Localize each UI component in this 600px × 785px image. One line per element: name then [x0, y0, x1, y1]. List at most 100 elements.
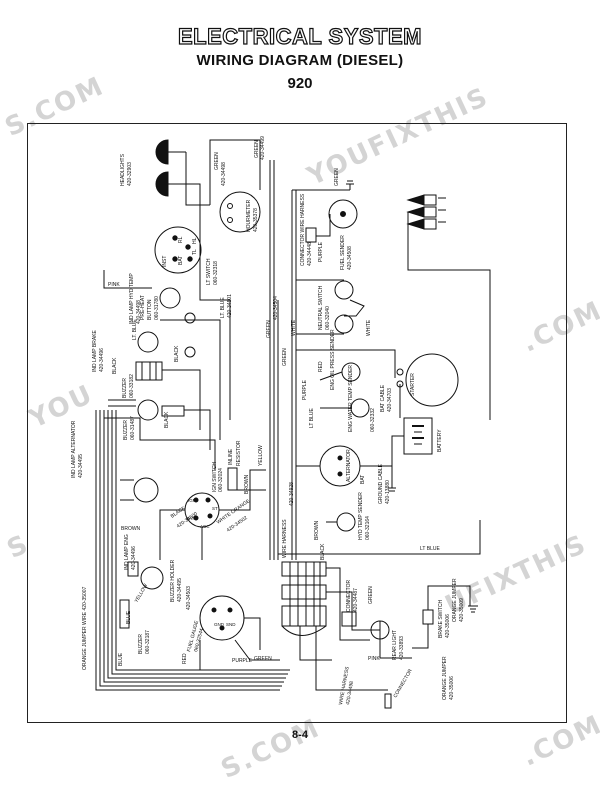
- bat-label: BAT: [178, 256, 184, 265]
- holder-part: 420-34495: [177, 578, 183, 602]
- buzzer-bottom-icon: [119, 599, 130, 629]
- lamp-brake-label: IND LAMP BRAKE: [92, 329, 98, 372]
- lamp-alternator-part: 420-34495: [78, 454, 84, 478]
- purple-label: PURPLE: [232, 658, 253, 664]
- st-label: ST: [212, 506, 218, 511]
- ign-label: IGN: [188, 498, 196, 503]
- black-label-3: BLACK: [164, 411, 170, 428]
- inst-label: INST: [162, 256, 168, 267]
- fuel-sender-part: 420-34508: [347, 246, 353, 270]
- headlights-icon: [155, 139, 186, 197]
- wire-harness-label: WIRE HARNESS: [282, 519, 288, 558]
- rear-light-label: REAR LIGHT: [392, 630, 398, 660]
- trailer-plug-icon: [406, 194, 446, 230]
- hyd-temp-part: 060-32164: [365, 516, 371, 540]
- headlights-label: HEADLIGHTS: [120, 153, 126, 186]
- hourmeter-label: HOURMETER: [246, 199, 252, 232]
- blue-label-2: BLUE: [118, 652, 124, 666]
- preheat-button-icon: [159, 287, 181, 309]
- black-label: BLACK: [112, 357, 118, 374]
- buzzer-holder-label: BUZZER HOLDER: [170, 559, 176, 602]
- white-label: WHITE: [366, 319, 372, 336]
- wire-harness-bundle: [281, 561, 327, 636]
- preheat-button-label: BUTTON: [147, 299, 153, 320]
- battery-icon: [403, 417, 433, 455]
- green-label-6: GREEN: [282, 348, 288, 366]
- buzzer-holder-icon: [140, 566, 164, 590]
- neutral-switch-label: NEUTRAL SWITCH: [318, 285, 324, 330]
- ign-switch-label: IGN SWITCH: [212, 462, 218, 492]
- yellow-label-2: YELLOW: [134, 583, 150, 604]
- neutral-switch-part: 060-32040: [325, 306, 331, 330]
- bat-cable-label: BAT CABLE: [380, 384, 386, 412]
- brake-switch-icon: [422, 609, 434, 625]
- lamp-eng-icon: [133, 477, 159, 503]
- lamp-hyd-temp-label: IND LAMP HYD TEMP: [129, 273, 135, 324]
- water-temp-sender-label: ENG WATER TEMP SENDER: [348, 365, 354, 432]
- bat-cable-part: 420-34703: [387, 388, 393, 412]
- black-label-2: BLACK: [174, 345, 180, 362]
- gnd-label: GND: [214, 622, 225, 627]
- neutral-switch-icon: [334, 280, 354, 300]
- brown-label: BROWN: [121, 526, 141, 532]
- headlights-part: 420-32903: [127, 162, 133, 186]
- stud-connector-icon: [384, 693, 392, 709]
- hyd-temp-sender-label: HYD TEMP SENDER: [358, 492, 364, 540]
- green-label-5: GREEN: [334, 168, 340, 186]
- page-subtitle: WIRING DIAGRAM (DIESEL): [196, 52, 404, 69]
- green-part-2: 420-34499: [260, 136, 266, 160]
- lamp-hyd-temp-part: 420-34498: [136, 300, 142, 324]
- snd-label: SND: [226, 622, 236, 627]
- lt-blue-label: LT. BLUE: [132, 319, 138, 340]
- bat-label-2: BAT: [186, 516, 195, 521]
- yellow-part-2: 420-34503: [186, 586, 192, 610]
- alternator-label: ALTERNATOR: [346, 449, 352, 482]
- brake-switch-label: BRAKE SWITCH: [438, 600, 444, 638]
- brown-label-2: BROWN: [244, 474, 250, 494]
- pink-label-2: PINK: [368, 656, 380, 662]
- green-part: 420-34498: [221, 162, 227, 186]
- connector-icon: [341, 611, 357, 627]
- lamp-eng-part: 420-34496: [131, 546, 137, 570]
- ground-cable-part: 420-13880: [385, 480, 391, 504]
- purple-label-3: PURPLE: [302, 379, 308, 400]
- brown-label-3: BROWN: [314, 520, 320, 540]
- buzzer3-part: 060-32187: [145, 630, 151, 654]
- page-number: 8-4: [292, 729, 308, 741]
- red-label-2: RED: [318, 361, 324, 372]
- page-title: ELECTRICAL SYSTEM: [177, 23, 422, 49]
- starter-motor-icon: [405, 353, 459, 407]
- hl-label: HL: [192, 237, 198, 244]
- connector-wire-harness-part: 420-34448: [307, 242, 313, 266]
- buzzer2-part: 060-31487: [130, 416, 136, 440]
- buzzer-relay-icon: [135, 361, 163, 381]
- lamp-alternator-label: IND LAMP ALTERNATOR: [71, 420, 77, 478]
- green-harness-part: 420-34504: [273, 296, 279, 320]
- inline-resistor-icon: [227, 467, 238, 491]
- buzzer-label: BUZZER: [122, 378, 128, 398]
- preheat-label: PRE-HEAT: [140, 295, 146, 320]
- tl-label: TL: [192, 249, 198, 255]
- red-label: RED: [182, 653, 188, 664]
- black-label-5: BLACK: [320, 543, 326, 560]
- green-label-3: GREEN: [254, 656, 272, 662]
- buzzer2-label: BUZZER: [123, 420, 129, 440]
- relay-part: 060-33182: [129, 374, 135, 398]
- rl-label: RL: [178, 236, 184, 243]
- stud-connector-label: CONNECTOR: [393, 668, 414, 699]
- water-temp-part: 060-32332: [370, 408, 376, 432]
- orange-jumper-2-part: 420-35009: [459, 598, 465, 622]
- lt-blue-label-2: LT. BLUE: [220, 297, 226, 318]
- white-label-2: WHITE: [291, 319, 297, 336]
- model-number: 920: [287, 75, 313, 92]
- lt-blue-label-4: LT BLUE: [309, 408, 315, 428]
- rear-light-part: 420-33893: [399, 636, 405, 660]
- orange-jumper-label: ORANGE JUMPER WIRE 420-35007: [82, 586, 88, 670]
- ign-switch-part: 060-32024: [218, 468, 224, 492]
- fuel-sender-label: FUEL SENDER: [340, 235, 346, 270]
- starter-label: STARTER: [410, 373, 416, 396]
- hourmeter-gauge-icon: [219, 191, 261, 233]
- orange-jumper-3-part: 420-35006: [449, 676, 455, 700]
